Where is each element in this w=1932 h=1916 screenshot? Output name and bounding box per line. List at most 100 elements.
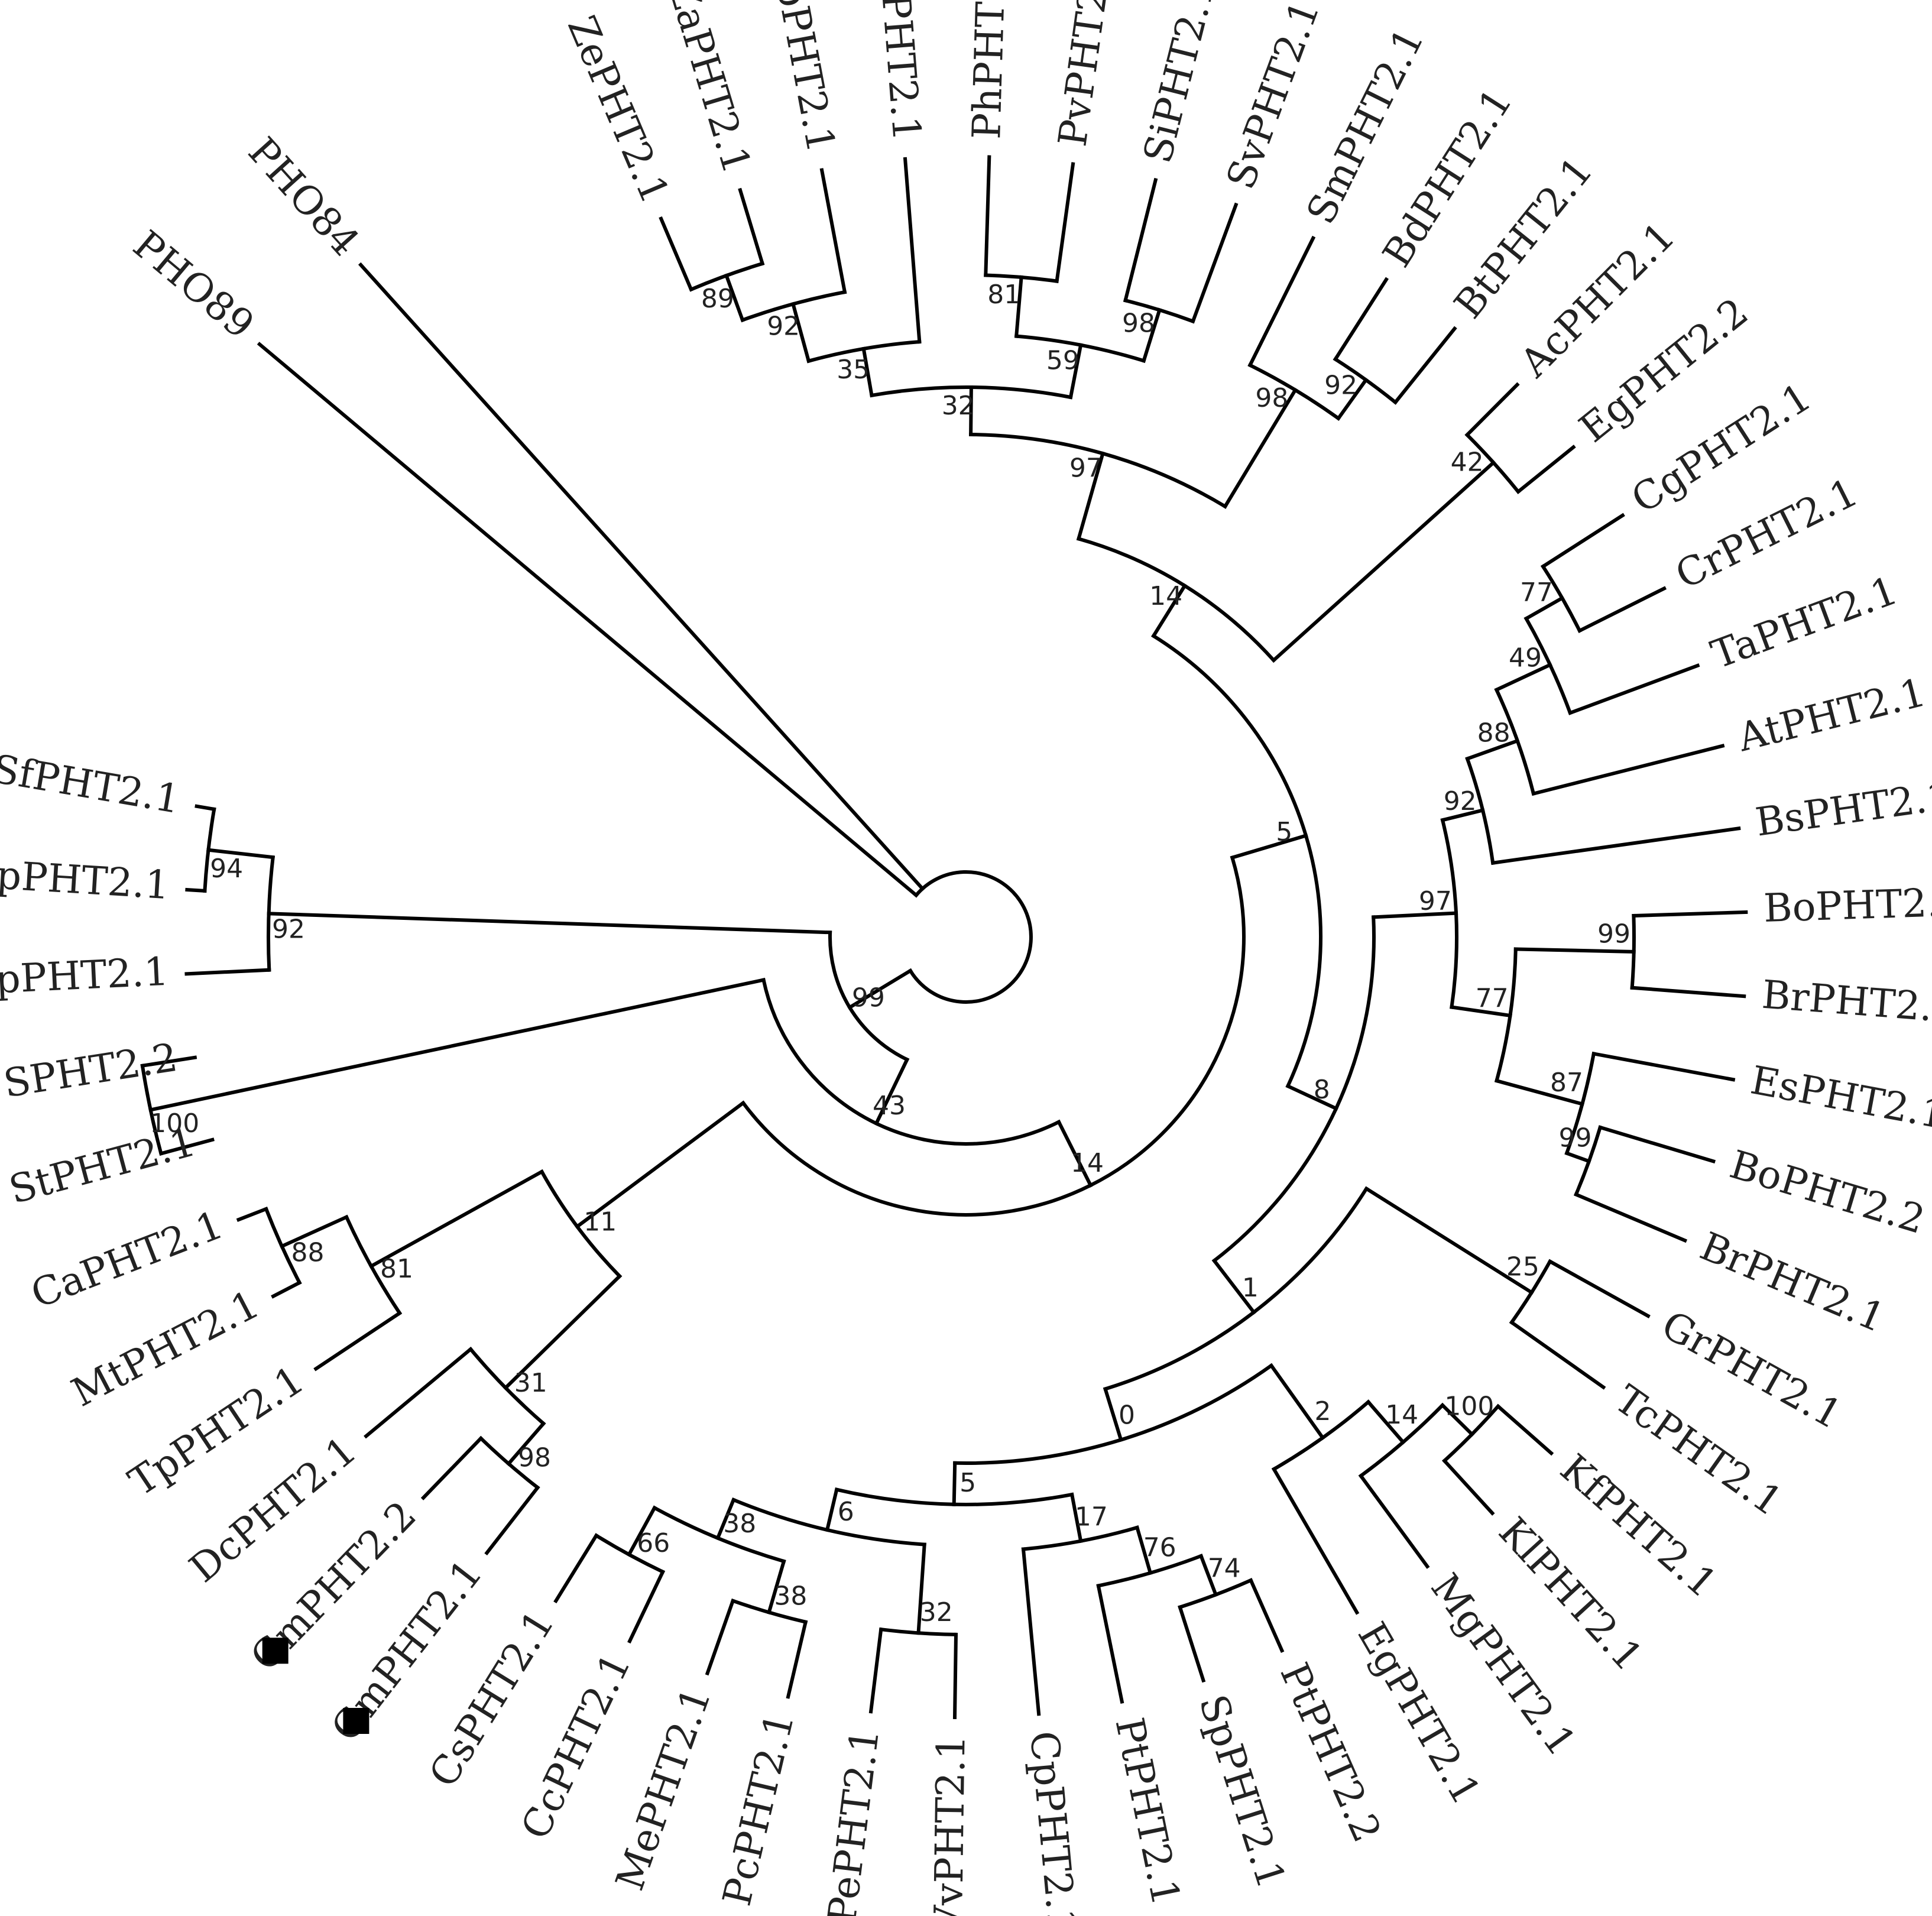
bootstrap-value: 88 xyxy=(291,1238,325,1268)
branch-EgPHT2.1 xyxy=(1271,1467,1360,1615)
taxon-label: PcPHT2.1 xyxy=(714,1708,803,1909)
branch-KlPHT2.1 xyxy=(1442,1458,1495,1516)
branch-smbdbt xyxy=(1223,387,1298,509)
branch-PePHT2.1 xyxy=(868,1627,883,1714)
branch-camttp xyxy=(368,1169,544,1269)
bootstrap-value: 5 xyxy=(1276,817,1292,847)
branch-landA xyxy=(1056,1119,1093,1188)
bootstrap-value: 25 xyxy=(1506,1252,1539,1282)
branch-brassA xyxy=(1440,808,1485,822)
bootstrap-value: 8 xyxy=(1314,1075,1330,1105)
branch-vvpe xyxy=(916,1542,926,1635)
branch-camt xyxy=(279,1214,349,1249)
bootstrap-value: 43 xyxy=(873,1091,906,1121)
taxon-label: SfPHT2.1 xyxy=(0,746,183,823)
branch-rosidsA xyxy=(825,1487,839,1532)
bootstrap-value: 59 xyxy=(1046,346,1080,376)
bootstrap-value: 92 xyxy=(272,915,305,945)
bootstrap-value: 6 xyxy=(838,1497,854,1527)
bootstrap-value: 94 xyxy=(210,854,243,884)
branch-bobr1 xyxy=(1513,947,1636,954)
branch-GrPHT2.1 xyxy=(1547,1259,1651,1319)
branch-zezasbos xyxy=(861,346,874,398)
bootstrap-value: 87 xyxy=(1550,1068,1583,1098)
branch-AtPHT2.1 xyxy=(1531,744,1725,796)
bootstrap-value: 11 xyxy=(584,1207,617,1237)
branch-sisv xyxy=(1141,307,1162,364)
branch-MgPHT2.1 xyxy=(1358,1473,1430,1569)
branch-mgkfkl xyxy=(1366,1399,1406,1445)
branch-brassicaceae xyxy=(1372,911,1458,919)
taxon-label: AtPHT2.1 xyxy=(1733,669,1930,760)
branch-GmPHT2.1 xyxy=(484,1485,540,1556)
branch-rosidsC xyxy=(1103,1386,1123,1442)
branch-BdPHT2.1 xyxy=(1333,277,1389,362)
branch-cccs xyxy=(626,1505,657,1557)
branch-MpPHT2.1 xyxy=(184,968,271,976)
bootstrap-value: 81 xyxy=(987,280,1020,310)
bootstrap-value: 100 xyxy=(150,1108,199,1139)
taxon-markers xyxy=(262,1638,369,1734)
branch-bobr2 xyxy=(1564,1150,1591,1164)
taxon-label: SPHT2.2 xyxy=(1,1035,181,1107)
bootstrap-value: 92 xyxy=(1444,786,1477,816)
branch-stsp xyxy=(148,978,766,1112)
branch-egmgkfkl xyxy=(1269,1363,1325,1441)
branch-ptsppt xyxy=(1134,1525,1153,1575)
bootstrap-value: 31 xyxy=(514,1368,547,1398)
taxon-label: SbPHT2.1 xyxy=(763,0,844,156)
taxon-label: OsPHT2.1 xyxy=(868,0,929,143)
branch-SfPHT2.1 xyxy=(195,804,216,812)
branch-BrPHT2.1 xyxy=(1573,1192,1688,1243)
branch-BrPHT2.2 xyxy=(1630,985,1746,998)
bootstrap-value: 0 xyxy=(1119,1400,1135,1431)
taxon-label: PtPHT2.1 xyxy=(1106,1714,1189,1909)
bootstrap-value: 81 xyxy=(380,1254,413,1284)
branch-CcPHT2.1 xyxy=(627,1569,666,1644)
taxon-label: CpPHT2.1 xyxy=(1021,1729,1085,1916)
branch-OsPHT2.1 xyxy=(903,157,922,344)
branch-MtPHT2.1 xyxy=(271,1280,302,1299)
branch-brassB xyxy=(1450,1005,1512,1018)
branch-ZaPHT2.1 xyxy=(738,187,765,266)
branch-SbPHT2.1 xyxy=(819,168,847,294)
taxon-label: SpPHT2.1 xyxy=(1190,1690,1294,1894)
branch-monocots xyxy=(1151,583,1188,638)
branch-grtc xyxy=(1364,1186,1534,1295)
branch-pcmecccs xyxy=(715,1497,736,1541)
branch-VvPHT2.1 xyxy=(952,1632,958,1719)
taxon-label: SvPHT2.1 xyxy=(1218,0,1329,195)
taxon-label: PHO89 xyxy=(125,222,262,348)
branch-SpPHT2.1 xyxy=(1178,1604,1206,1683)
branch-SvPHT2.1 xyxy=(1191,202,1239,324)
branch-CgPHT2.1 xyxy=(1540,513,1625,569)
taxon-label: MePHT2.1 xyxy=(607,1681,720,1896)
bootstrap-value: 92 xyxy=(1324,371,1357,401)
branch-zezasb xyxy=(790,301,811,364)
bootstrap-value: 32 xyxy=(920,1597,953,1628)
branch-AcPHT2.1 xyxy=(1464,382,1520,437)
taxon-label: EsPHT2.1 xyxy=(1747,1057,1932,1138)
square-marker xyxy=(262,1638,288,1664)
branch-rosidsB xyxy=(952,1461,957,1506)
branch-PHO89 xyxy=(257,342,919,898)
branch-CaPHT2.1 xyxy=(236,1207,269,1222)
bootstrap-value: 77 xyxy=(1520,578,1553,608)
branch-kfkl xyxy=(1440,1402,1475,1437)
branch-MePHT2.1 xyxy=(705,1598,735,1676)
branch-EsPHT2.1 xyxy=(1591,1051,1736,1082)
bootstrap-value: 35 xyxy=(837,355,870,385)
branch-bdbt xyxy=(1335,377,1369,421)
tree-branches xyxy=(140,155,1748,1719)
bootstrap-value: 1 xyxy=(1242,1273,1259,1303)
square-marker xyxy=(343,1708,369,1734)
branch-BsPHT2.1 xyxy=(1490,826,1741,865)
branch-TpPHT2.1 xyxy=(313,1311,403,1372)
bootstrap-value: 99 xyxy=(1597,919,1630,949)
taxon-label: PhPHT2.1 xyxy=(964,0,1015,140)
taxon-label: MpPHT2.1 xyxy=(0,949,170,1004)
bootstrap-value: 97 xyxy=(1069,453,1103,484)
bootstrap-value: 14 xyxy=(1385,1400,1418,1430)
clade-arc-root xyxy=(907,870,1033,1004)
